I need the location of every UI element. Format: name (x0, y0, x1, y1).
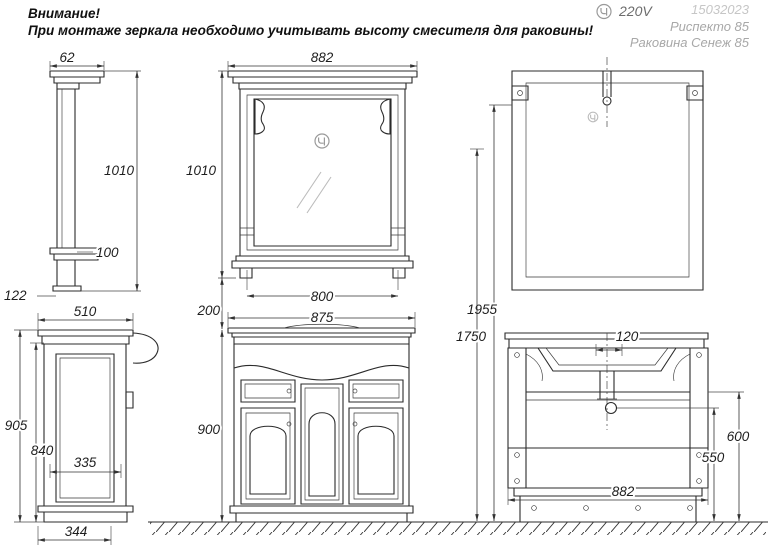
svg-text:840: 840 (31, 443, 54, 458)
view-cabinet-back: 120 882 600 550 (504, 327, 752, 523)
view-cabinet-side: 510 905 840 335 344 (3, 302, 159, 545)
dim-cabinet-side-base-depth: 344 (37, 522, 112, 545)
svg-text:62: 62 (59, 50, 75, 65)
dim-overall-height-b: 1750 (454, 148, 489, 522)
voltage-label: 220V (618, 3, 653, 19)
dim-back-width: 882 (507, 482, 709, 505)
dim-cabinet-width: 875 (227, 308, 416, 327)
dim-cabinet-side-depth: 510 (37, 302, 134, 329)
mirror-brand-logo-icon (314, 133, 330, 149)
svg-text:344: 344 (65, 524, 88, 539)
back-brand-logo-icon (587, 111, 599, 123)
svg-text:200: 200 (196, 303, 220, 318)
dim-back-rail-height: 600 (708, 391, 752, 522)
dim-cabinet-side-panel-width: 335 (49, 453, 122, 478)
svg-text:882: 882 (311, 50, 334, 65)
doc-code: 15032023 (691, 2, 750, 17)
hanger-bracket-right (686, 85, 704, 101)
dim-back-drain-offset: 120 (595, 327, 641, 356)
svg-text:550: 550 (702, 450, 725, 465)
center-hanger (602, 57, 612, 127)
dim-overall-height-a: 1955 (465, 104, 512, 522)
mirror-reflection-lines (296, 171, 332, 214)
dim-cabinet-side-total-height: 905 (3, 329, 44, 523)
knobs (286, 388, 358, 427)
header: Внимание! При монтаже зеркала необходимо… (28, 2, 750, 50)
svg-text:120: 120 (616, 329, 639, 344)
view-mirror-front: 882 1010 200 800 875 (184, 48, 418, 330)
svg-text:1750: 1750 (456, 329, 487, 344)
dim-mirror-height: 1010 (184, 70, 236, 279)
svg-text:510: 510 (74, 304, 97, 319)
hanger-bracket-left (511, 85, 529, 101)
dim-mirror-shelf-width: 800 (246, 270, 399, 306)
view-mirror-back: 1955 1750 (454, 57, 704, 522)
brand-logo-icon (596, 3, 612, 20)
dim-cabinet-height: 900 (195, 329, 224, 523)
dim-mirror-side-shelf: 100 (77, 243, 121, 262)
svg-text:882: 882 (612, 484, 635, 499)
product-name: Риспекто 85 (670, 19, 750, 34)
dim-mirror-side-top-depth: 62 (49, 48, 105, 70)
svg-text:1010: 1010 (104, 163, 135, 178)
ground-hatch (150, 522, 766, 535)
dim-back-hole-height: 550 (617, 407, 727, 522)
ground (148, 521, 768, 535)
dim-cabinet-side-body-height: 840 (29, 342, 56, 523)
svg-text:122: 122 (4, 288, 27, 303)
dim-mirror-side-bottom-depth: 122 (2, 286, 56, 305)
svg-text:100: 100 (96, 245, 119, 260)
dim-mirror-gap: 200 (194, 277, 224, 330)
svg-text:875: 875 (311, 310, 334, 325)
view-mirror-side: 62 1010 100 122 (2, 48, 141, 305)
door-left (240, 407, 296, 505)
svg-text:905: 905 (5, 418, 28, 433)
view-cabinet-front: 900 (195, 323, 416, 523)
sink-basin-back (525, 347, 691, 382)
svg-text:800: 800 (311, 289, 334, 304)
dim-mirror-side-height: 1010 (81, 70, 141, 292)
dim-mirror-width: 882 (227, 48, 418, 70)
door-center (300, 383, 344, 505)
plinth-screws (531, 505, 693, 511)
drawer-right (348, 379, 404, 403)
drawer-left (240, 379, 296, 403)
svg-text:600: 600 (727, 429, 750, 444)
back-screws (514, 352, 702, 484)
svg-text:900: 900 (197, 422, 220, 437)
svg-text:1010: 1010 (186, 163, 217, 178)
svg-text:335: 335 (74, 455, 97, 470)
corbel-right-icon (380, 98, 391, 135)
svg-text:1955: 1955 (467, 302, 498, 317)
corbel-left-icon (254, 98, 265, 135)
sink-name: Раковина Сенеж 85 (630, 35, 750, 50)
door-right (348, 407, 404, 505)
warning-text: При монтаже зеркала необходимо учитывать… (28, 23, 594, 38)
cable-hole (604, 401, 618, 415)
warning-title: Внимание! (28, 6, 101, 21)
